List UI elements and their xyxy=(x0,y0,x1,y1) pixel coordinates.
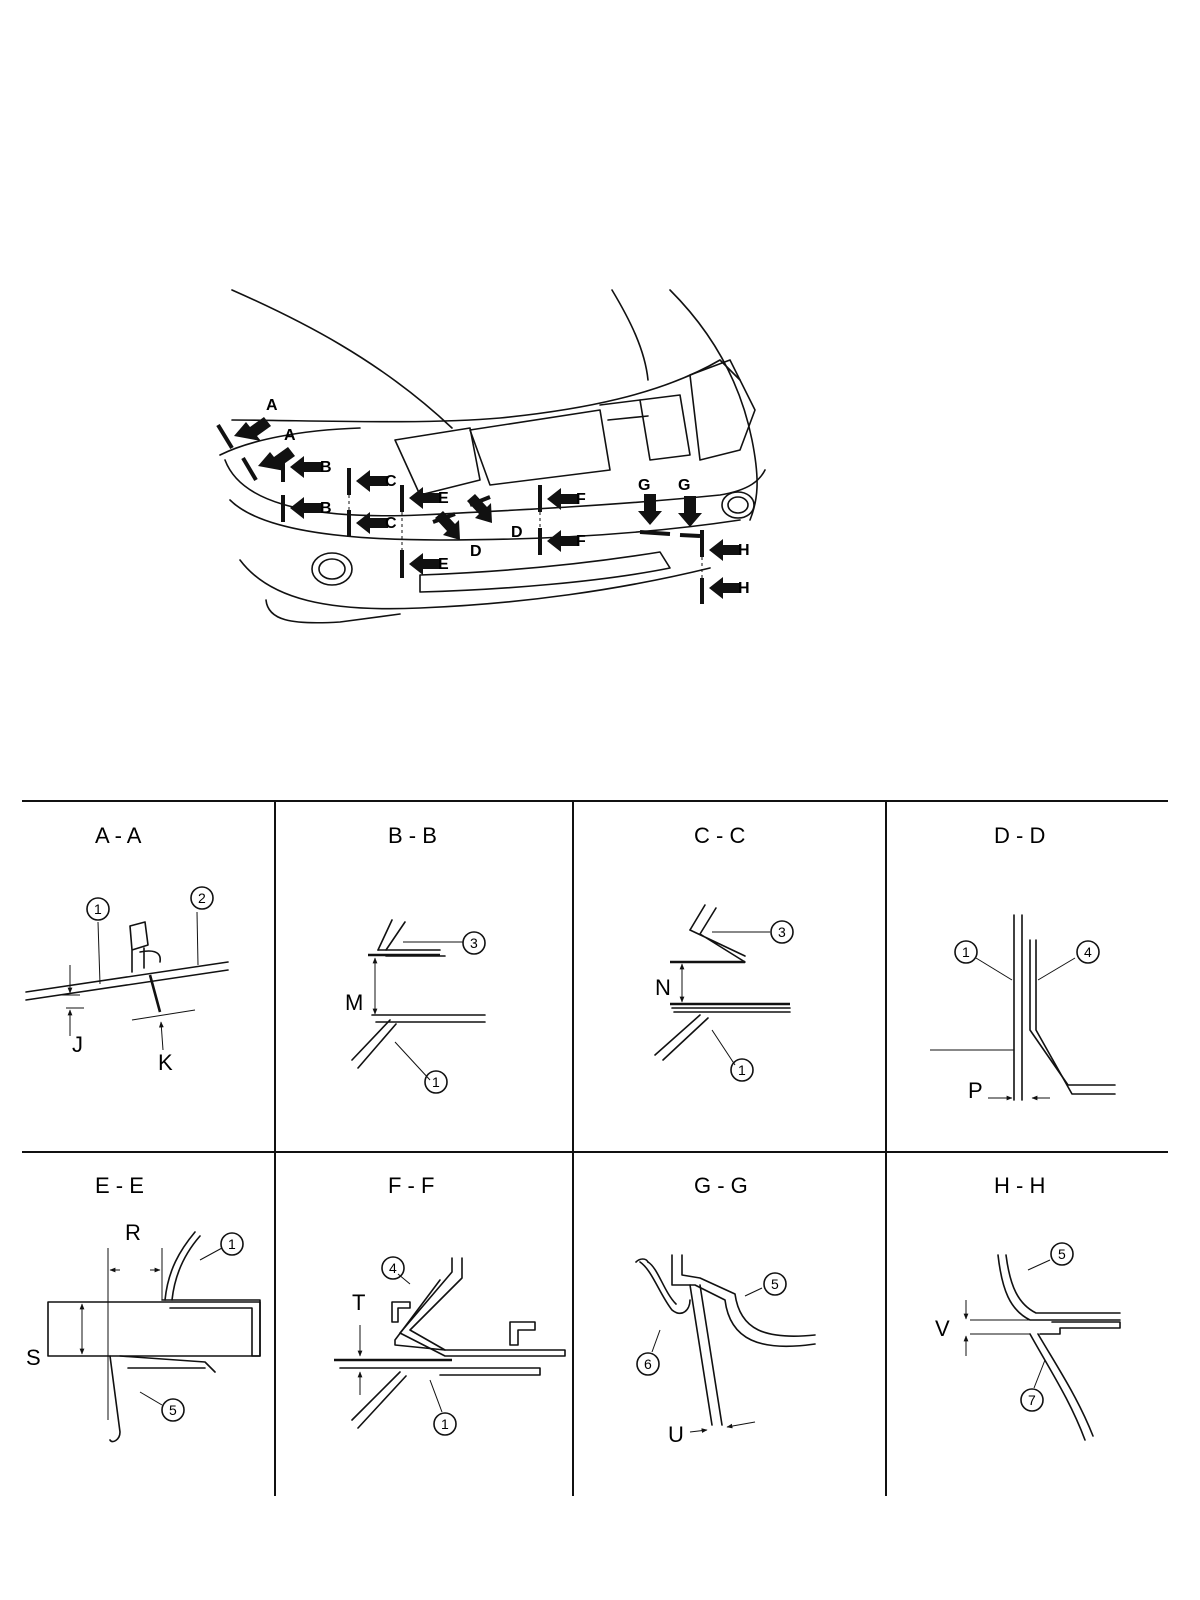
callout-a2: A xyxy=(284,427,296,444)
arrow-icon-f2 xyxy=(547,530,579,552)
part-f-4: 4 xyxy=(389,1260,397,1276)
bumper-mid xyxy=(229,499,741,541)
part-b-1: 1 xyxy=(432,1074,440,1090)
part-a-1: 1 xyxy=(94,901,102,917)
dim-p: P xyxy=(968,1078,983,1103)
arrow-icon-a2 xyxy=(258,447,295,471)
part-d-4: 4 xyxy=(1084,944,1092,960)
callout-b1: B xyxy=(320,459,332,476)
dim-t: T xyxy=(352,1290,365,1315)
part-h-5: 5 xyxy=(1058,1246,1066,1262)
section-b-drawing xyxy=(351,919,486,1094)
dim-v: V xyxy=(935,1316,950,1341)
windshield-edge xyxy=(231,289,453,429)
callout-c2: C xyxy=(385,515,397,532)
grille-center xyxy=(469,409,611,486)
dim-n: N xyxy=(655,975,671,1000)
grille-bar xyxy=(599,399,649,421)
arrow-icon-g1 xyxy=(638,494,662,525)
callout-g2: G xyxy=(678,477,690,494)
fog-lamp-left xyxy=(311,552,353,586)
section-cut-bars xyxy=(216,423,704,604)
bumper-lower xyxy=(239,559,711,610)
part-h-7: 7 xyxy=(1028,1392,1036,1408)
arrow-icon-g2 xyxy=(678,496,702,527)
dim-j: J xyxy=(72,1032,83,1057)
section-title-a: A - A xyxy=(95,823,142,848)
headlamp-right xyxy=(689,359,756,461)
grille-right xyxy=(639,394,691,461)
part-a-2: 2 xyxy=(198,890,206,906)
lower-intake xyxy=(419,551,671,593)
callout-b2: B xyxy=(320,500,332,517)
dim-u: U xyxy=(668,1422,684,1447)
section-f-drawing xyxy=(334,1256,566,1436)
fog-lamp-left-inner xyxy=(318,558,346,580)
callout-h1: H xyxy=(738,542,750,559)
arrow-icon-c1 xyxy=(356,470,388,492)
part-g-5: 5 xyxy=(771,1276,779,1292)
callout-d2: D xyxy=(470,543,482,560)
arrow-icon-h2 xyxy=(709,577,741,599)
arrow-icon-b2 xyxy=(290,497,322,519)
callout-g1: G xyxy=(638,477,650,494)
section-grid xyxy=(22,800,1168,1496)
dim-s: S xyxy=(26,1345,41,1370)
vehicle-front-view: A A B B C C E E D D F F G G H H xyxy=(216,289,766,624)
fog-lamp-right-inner xyxy=(727,496,749,514)
section-e-drawing xyxy=(47,1231,261,1443)
callout-a1: A xyxy=(266,397,278,414)
part-d-1: 1 xyxy=(962,944,970,960)
hood-edge-right xyxy=(611,289,649,381)
part-c-1: 1 xyxy=(738,1062,746,1078)
arrow-icon-f1 xyxy=(547,488,579,510)
callout-f1: F xyxy=(576,491,586,508)
arrow-icon-c2 xyxy=(356,512,388,534)
view-arrows xyxy=(234,417,741,599)
fog-lamp-right xyxy=(721,491,755,519)
section-title-h: H - H xyxy=(994,1173,1045,1198)
dim-k: K xyxy=(158,1050,173,1075)
part-f-1: 1 xyxy=(441,1416,449,1432)
callout-h2: H xyxy=(738,580,750,597)
arrow-icon-e1 xyxy=(409,487,441,509)
arrow-icon-b1 xyxy=(290,456,322,478)
callout-d1: D xyxy=(511,524,523,541)
dim-m: M xyxy=(345,990,363,1015)
grille xyxy=(394,427,481,496)
dim-r: R xyxy=(125,1220,141,1245)
section-g-drawing xyxy=(635,1254,816,1434)
arrow-icon-a1 xyxy=(234,417,271,441)
bumper-chin xyxy=(265,599,401,624)
section-title-d: D - D xyxy=(994,823,1045,848)
callout-f2: F xyxy=(576,533,586,550)
section-title-g: G - G xyxy=(694,1173,748,1198)
part-c-3: 3 xyxy=(778,924,786,940)
section-d-drawing xyxy=(930,914,1116,1101)
callout-c1: C xyxy=(385,473,397,490)
section-a-drawing xyxy=(25,886,229,1051)
section-title-b: B - B xyxy=(388,823,437,848)
section-c-drawing xyxy=(654,904,794,1082)
headlamp-left xyxy=(219,427,361,456)
part-e-1: 1 xyxy=(228,1236,236,1252)
part-g-6: 6 xyxy=(644,1356,652,1372)
section-title-c: C - C xyxy=(694,823,745,848)
arrow-icon-d2 xyxy=(435,511,460,540)
callout-e2: E xyxy=(438,556,449,573)
part-b-3: 3 xyxy=(470,935,478,951)
arrow-icon-h1 xyxy=(709,539,741,561)
section-title-e: E - E xyxy=(95,1173,144,1198)
arrow-icon-d1 xyxy=(467,494,492,523)
section-h-drawing xyxy=(963,1242,1121,1441)
section-title-f: F - F xyxy=(388,1173,434,1198)
arrow-icon-e2 xyxy=(409,553,441,575)
hood-front-edge xyxy=(231,359,741,423)
part-e-5: 5 xyxy=(169,1402,177,1418)
callout-e1: E xyxy=(438,490,449,507)
